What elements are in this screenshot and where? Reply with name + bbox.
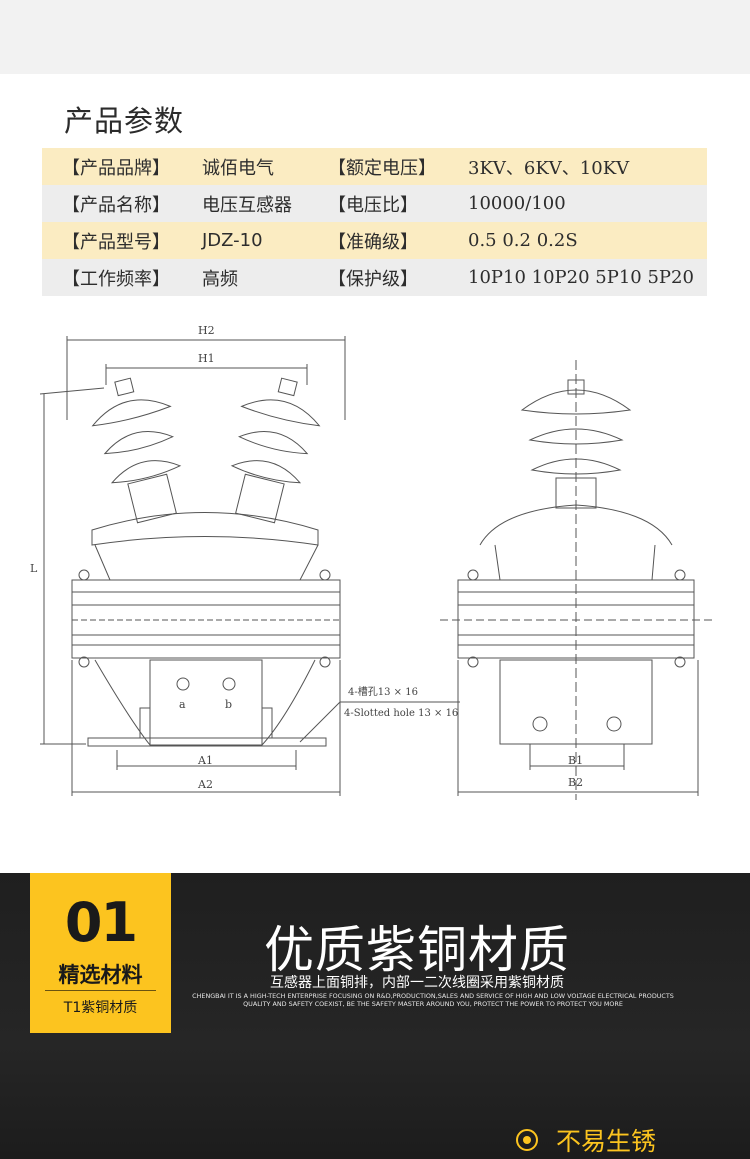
param-key: 【产品名称】 [62,194,170,216]
param-key: 【保护级】 [328,268,418,290]
dim-a2-label: A2 [197,778,213,791]
param-key: 【电压比】 [328,194,418,216]
params-table: 【产品品牌】 诚佰电气 【额定电压】 3KV、6KV、10KV 【产品名称】 电… [42,148,707,296]
param-value: 10P10 10P20 5P10 5P20 [468,267,694,288]
param-key: 【产品型号】 [62,231,170,253]
feature-badge: 01 精选材料 T1紫铜材质 [30,873,171,1033]
badge-sub: T1紫铜材质 [63,1000,138,1016]
param-row: 【产品型号】 JDZ-10 【准确级】 0.5 0.2 0.2S [42,222,707,259]
param-key: 【额定电压】 [328,157,436,179]
top-band [0,0,750,74]
feature-bullet-text: 不易生锈 [556,1127,657,1156]
technical-drawing: H2 H1 L a b 4-槽孔13 × 16 4-Slotted hole 1… [30,324,712,800]
terminal-b-label: b [225,698,232,711]
badge-number: 01 [64,891,138,954]
param-row: 【产品名称】 电压互感器 【电压比】 10000/100 [42,185,707,222]
slot-note-cn: 4-槽孔13 × 16 [348,685,418,698]
param-value: 电压互感器 [202,194,292,216]
terminal-a-label: a [179,698,186,711]
dim-a1-label: A1 [197,754,213,767]
target-icon [516,1129,538,1151]
param-key: 【产品品牌】 [62,157,170,179]
param-value: 10000/100 [468,193,566,214]
param-value: 诚佰电气 [202,157,274,179]
dim-b1-label: B1 [568,754,583,767]
param-row: 【工作频率】 高频 【保护级】 10P10 10P20 5P10 5P20 [42,259,707,296]
dim-h2-label: H2 [198,324,215,337]
dim-l-label: L [30,562,38,575]
feature-subtitle-cn: 互感器上面铜排，内部一二次线圈采用紫铜材质 [270,975,564,991]
badge-label: 精选材料 [58,963,143,987]
dim-h1-label: H1 [198,352,215,365]
side-view [440,360,712,800]
feature-subtitle-en-line: QUALITY AND SAFETY COEXIST, BE THE SAFET… [243,1000,623,1008]
feature-bullet: 不易生锈 [516,1122,656,1158]
feature-headline: 优质紫铜材质 [264,921,570,979]
dim-b2-label: B2 [568,776,583,789]
badge-divider [45,990,156,991]
slot-note-en: 4-Slotted hole 13 × 16 [344,708,458,719]
feature-subtitle-en: CHENGBAI IT IS A HIGH-TECH ENTERPRISE FO… [188,992,678,1008]
section-title: 产品参数 [64,104,185,138]
param-value: JDZ-10 [202,230,263,251]
param-key: 【准确级】 [328,231,418,253]
feature-subtitle-en-line: CHENGBAI IT IS A HIGH-TECH ENTERPRISE FO… [192,992,674,1000]
param-row: 【产品品牌】 诚佰电气 【额定电压】 3KV、6KV、10KV [42,148,707,185]
param-value: 3KV、6KV、10KV [468,157,630,179]
param-value: 0.5 0.2 0.2S [468,230,578,251]
param-key: 【工作频率】 [62,268,170,290]
param-value: 高频 [202,268,238,290]
front-view [39,336,460,796]
